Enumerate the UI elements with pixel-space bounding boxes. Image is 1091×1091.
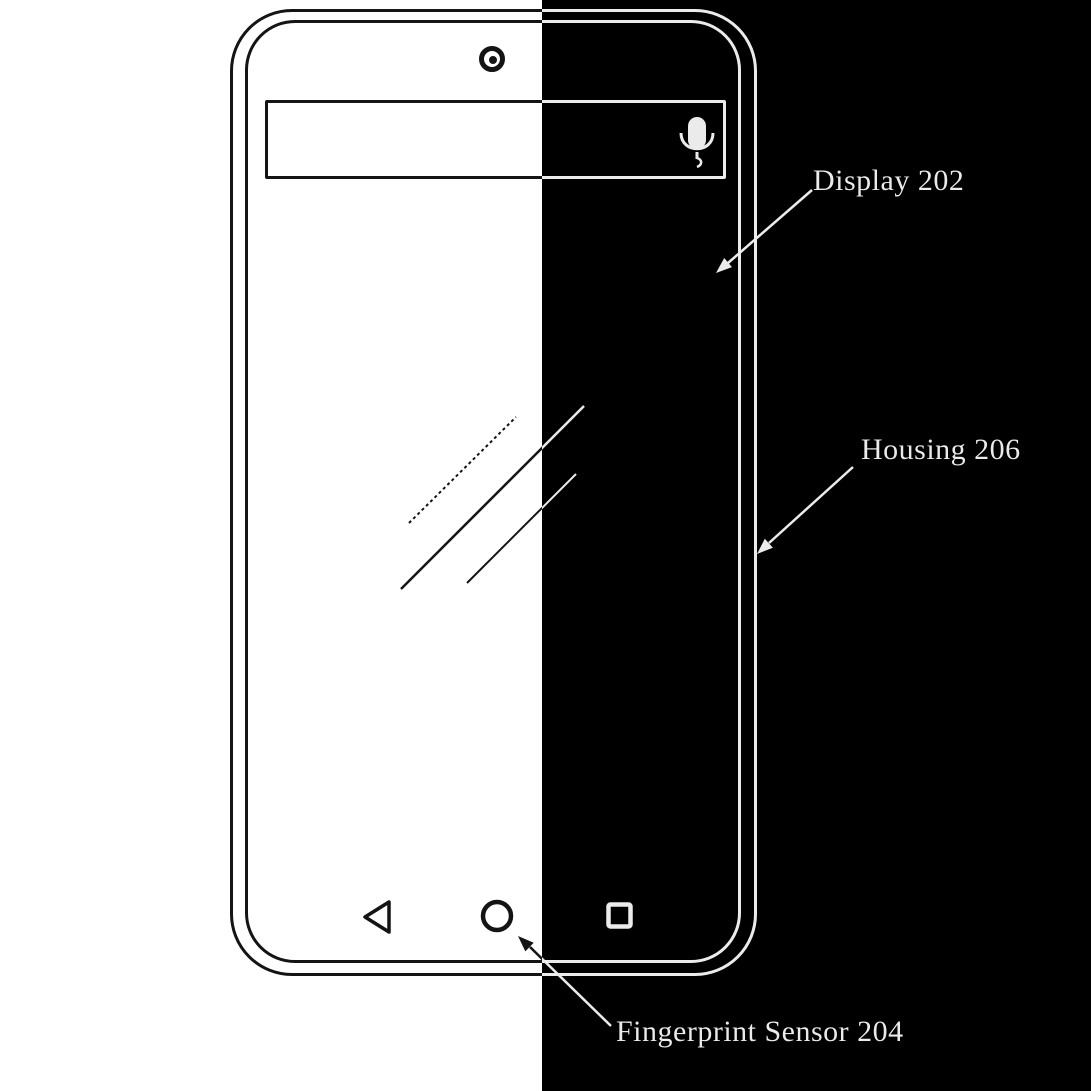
mic-holder bbox=[679, 132, 715, 151]
mic-capsule bbox=[688, 117, 706, 149]
recents-square-icon bbox=[606, 902, 633, 929]
housing-label: Housing 206 bbox=[861, 433, 1021, 466]
display-outline bbox=[542, 20, 741, 963]
housing-outer-outline bbox=[230, 9, 542, 976]
housing-arrow-line bbox=[768, 466, 854, 544]
housing-outer-outline bbox=[542, 9, 757, 976]
reflection-lines bbox=[400, 416, 542, 590]
back-triangle-icon bbox=[363, 900, 391, 934]
fingerprint-arrow bbox=[518, 936, 542, 961]
nav-buttons bbox=[363, 899, 514, 934]
reflection-line-3 bbox=[466, 506, 542, 584]
display-label: Display 202 bbox=[813, 164, 965, 197]
front-camera-lens bbox=[489, 56, 497, 64]
front-camera-icon bbox=[479, 46, 505, 72]
housing-arrowhead bbox=[757, 538, 773, 554]
display-arrow bbox=[716, 189, 813, 273]
nav-buttons bbox=[606, 902, 633, 929]
reflection-line-2 bbox=[400, 446, 542, 590]
reflection-line-1 bbox=[408, 416, 517, 524]
search-bar bbox=[265, 100, 542, 179]
reflection-line-2 bbox=[542, 405, 585, 450]
housing-arrow bbox=[757, 466, 854, 554]
reflection-lines bbox=[542, 405, 585, 510]
fingerprint-label: Fingerprint Sensor 204 bbox=[616, 1015, 904, 1048]
display-arrow-line bbox=[727, 189, 813, 264]
search-bar bbox=[542, 100, 726, 179]
display-arrowhead bbox=[716, 258, 732, 273]
reflection-line-3 bbox=[542, 473, 577, 510]
microphone-icon bbox=[679, 117, 715, 169]
fingerprint-arrowhead bbox=[518, 936, 534, 952]
fingerprint-arrow bbox=[542, 956, 612, 1027]
display-outline bbox=[245, 20, 542, 963]
fingerprint-arrow-line bbox=[542, 956, 612, 1027]
home-circle-icon bbox=[480, 899, 514, 933]
mic-tail bbox=[696, 156, 703, 169]
